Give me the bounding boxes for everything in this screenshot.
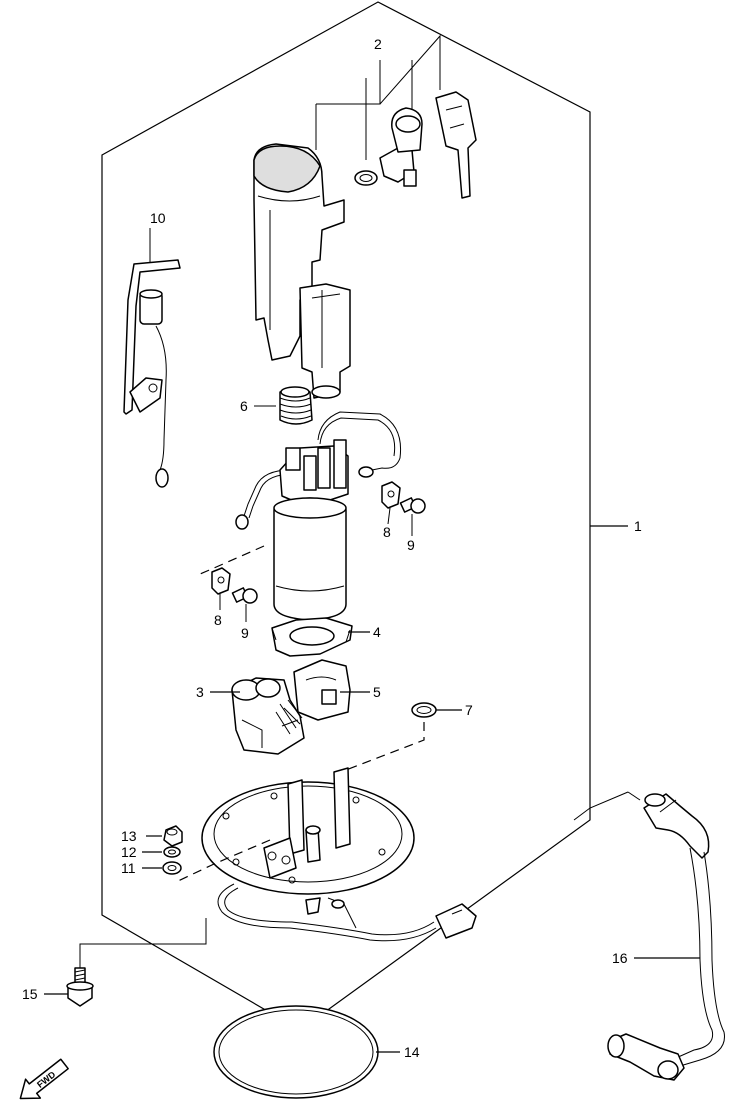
callout-4: 4 — [373, 624, 381, 640]
callout-9-left: 9 — [241, 625, 249, 641]
callout-15: 15 — [22, 986, 38, 1002]
callout-10: 10 — [150, 210, 166, 226]
part-3-5-holder — [231, 659, 351, 755]
callout-9-right: 9 — [407, 537, 415, 553]
part-15-bolt — [66, 918, 207, 1007]
callout-5: 5 — [373, 684, 381, 700]
callout-6: 6 — [240, 398, 248, 414]
part-7-o-ring — [345, 702, 437, 771]
part-16-fuel-hose — [573, 791, 725, 1081]
part-8-9-right — [381, 481, 426, 536]
pump-flange-plate — [175, 767, 415, 895]
callout-2: 2 — [374, 36, 382, 52]
fuel-pump-body — [235, 411, 402, 621]
lead-wire-connector — [217, 883, 477, 942]
callout-7: 7 — [465, 702, 473, 718]
part-4-plate — [271, 617, 353, 657]
callout-leaders — [44, 525, 700, 1053]
callout-14: 14 — [404, 1044, 420, 1060]
fuel-filter-housing — [253, 143, 351, 399]
callout-11: 11 — [121, 860, 136, 876]
fwd-direction-arrow: FWD — [19, 1058, 69, 1100]
callout-1: 1 — [634, 518, 642, 534]
callout-3: 3 — [196, 684, 204, 700]
part-11-13-hardware — [162, 825, 183, 875]
part-10-level-sensor — [123, 228, 181, 488]
callout-16: 16 — [612, 950, 628, 966]
part-8-9-left — [199, 545, 265, 622]
part-14-o-ring — [213, 1005, 379, 1099]
callout-8-left: 8 — [214, 612, 222, 628]
part-2-regulator-group — [315, 34, 477, 199]
callout-13: 13 — [121, 828, 137, 844]
assembly-outline — [101, 1, 591, 1031]
part-6-damper — [254, 386, 313, 425]
callout-8-right: 8 — [383, 524, 391, 540]
callout-12: 12 — [121, 844, 137, 860]
